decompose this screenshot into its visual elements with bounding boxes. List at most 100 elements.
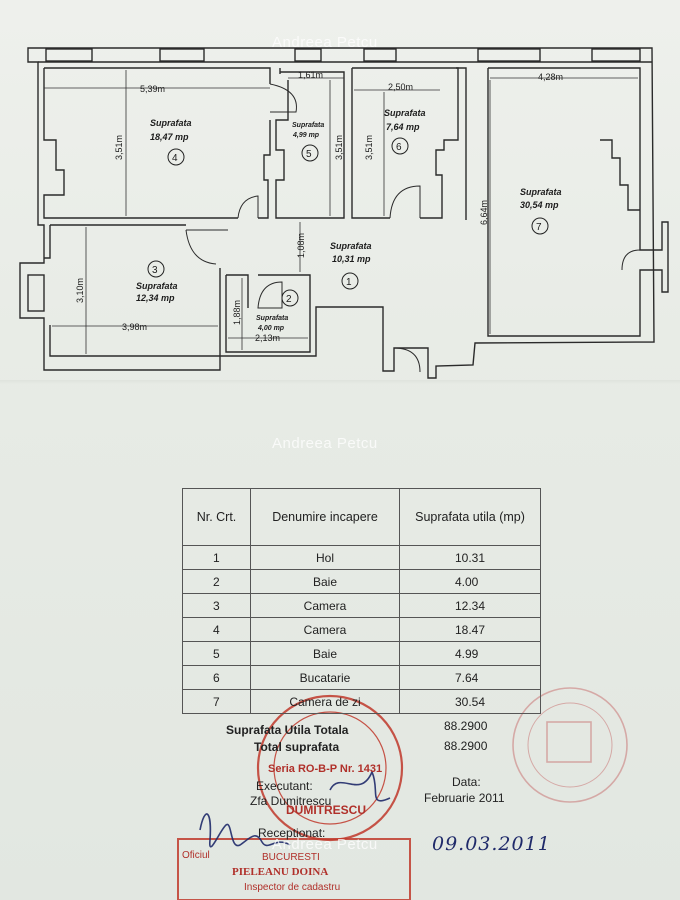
cell-area: 18.47 [399, 617, 541, 642]
room-2-walls [225, 274, 311, 353]
window [363, 48, 397, 62]
cell-name: Hol [250, 545, 400, 570]
stamp-name: DUMITRESCU [286, 803, 366, 817]
room-5-width: 1,61m [298, 70, 323, 80]
cell-area: 12.34 [399, 593, 541, 618]
room-7-walls [487, 67, 669, 337]
room-7-number: 7 [536, 222, 542, 233]
cell-name: Camera [250, 617, 400, 642]
room-7-label: Suprafata [520, 187, 562, 197]
watermark-top: Andreea Petcu [272, 34, 378, 51]
room-4-area: 18,47 mp [150, 132, 189, 142]
surface-table: Nr. Crt. Denumire incapere Suprafata uti… [182, 488, 541, 714]
room-7-width: 4,28m [538, 72, 563, 82]
receptionat-label: Receptionat: [258, 826, 326, 840]
room-3-area: 12,34 mp [136, 293, 175, 303]
room-3-height: 3,10m [75, 278, 85, 303]
total-label: Total suprafata [254, 740, 340, 754]
room-1-number: 1 [346, 277, 352, 288]
room-2-width: 2,13m [255, 333, 280, 343]
faded-stamp-icon [512, 687, 628, 803]
room-2-label: Suprafata [256, 315, 288, 322]
cell-nr: 6 [182, 665, 251, 690]
data-value: Februarie 2011 [424, 791, 505, 805]
room-1-label: Suprafata [330, 241, 372, 251]
room-5-area: 4,99 mp [292, 132, 320, 139]
watermark-middle: Andreea Petcu [272, 435, 378, 452]
room-1-height: 1,08m [296, 233, 306, 258]
window [477, 48, 541, 62]
room-3-number: 3 [152, 265, 158, 276]
total-value: 88.2900 [444, 739, 488, 753]
room-3-walls [44, 224, 221, 357]
window [159, 48, 205, 62]
cell-name: Baie [250, 641, 400, 666]
room-4-walls [43, 67, 281, 219]
cell-name: Camera [250, 593, 400, 618]
room-5-label: Suprafata [292, 122, 324, 129]
col-header-nr: Nr. Crt. [182, 488, 251, 546]
oficiu-city: BUCURESTI [262, 852, 320, 863]
watermark-bottom: Andreea Petcu [272, 836, 378, 853]
rect-stamp-icon [177, 838, 411, 900]
window [294, 48, 322, 62]
oficiu-role: Inspector de cadastru [244, 882, 341, 893]
cell-nr: 7 [182, 689, 251, 714]
room-6-label: Suprafata [384, 108, 426, 118]
room-5-height: 3,51m [334, 135, 344, 160]
room-2-number: 2 [286, 294, 292, 305]
cell-nr: 4 [182, 617, 251, 642]
room-1-walls [237, 195, 259, 219]
cell-area: 10.31 [399, 545, 541, 570]
executant-label: Executant: [256, 779, 313, 793]
cell-name: Camera de zi [250, 689, 400, 714]
room-4-number: 4 [172, 153, 178, 164]
oficiu-name: PIELEANU DOINA [232, 866, 329, 878]
executant-name: Zfa Dumitrescu [250, 794, 332, 808]
col-header-area: Suprafata utila (mp) [399, 488, 541, 546]
util-total-value: 88.2900 [444, 719, 488, 733]
cell-area: 7.64 [399, 665, 541, 690]
room-6-number: 6 [396, 142, 402, 153]
window [45, 48, 93, 62]
cell-nr: 5 [182, 641, 251, 666]
room-1-area: 10,31 mp [332, 254, 371, 264]
room-6-width: 2,50m [388, 82, 413, 92]
handwritten-date: 09.03.2011 [432, 833, 551, 855]
room-6-area: 7,64 mp [386, 122, 420, 132]
room-2-height: 1,88m [232, 300, 242, 325]
room-5-walls [275, 71, 345, 219]
col-header-name: Denumire incapere [250, 488, 400, 546]
room-6-walls [351, 67, 459, 219]
room-5-number: 5 [306, 149, 312, 160]
room-4-height: 3,51m [114, 135, 124, 160]
window [591, 48, 641, 62]
room-3-width: 3,98m [122, 322, 147, 332]
cell-area: 30.54 [399, 689, 541, 714]
cell-area: 4.99 [399, 641, 541, 666]
signature-icon [199, 770, 391, 848]
room-4-width: 5,39m [140, 84, 165, 94]
room-4-label: Suprafata [150, 118, 192, 128]
cell-nr: 2 [182, 569, 251, 594]
stamp-serial: Seria RO-B-P Nr. 1431 [268, 763, 383, 775]
oficiu-label: Oficiul [182, 850, 210, 861]
table-header-row: Nr. Crt. Denumire incapere Suprafata uti… [182, 488, 541, 546]
outer-wall [19, 47, 655, 379]
cell-name: Bucatarie [250, 665, 400, 690]
util-total-label: Suprafata Utila Totala [226, 723, 349, 737]
room-2-area: 4,00 mp [257, 325, 285, 332]
cell-nr: 1 [182, 545, 251, 570]
cell-nr: 3 [182, 593, 251, 618]
room-6-height: 3,51m [364, 135, 374, 160]
room-7-area: 30,54 mp [520, 200, 559, 210]
